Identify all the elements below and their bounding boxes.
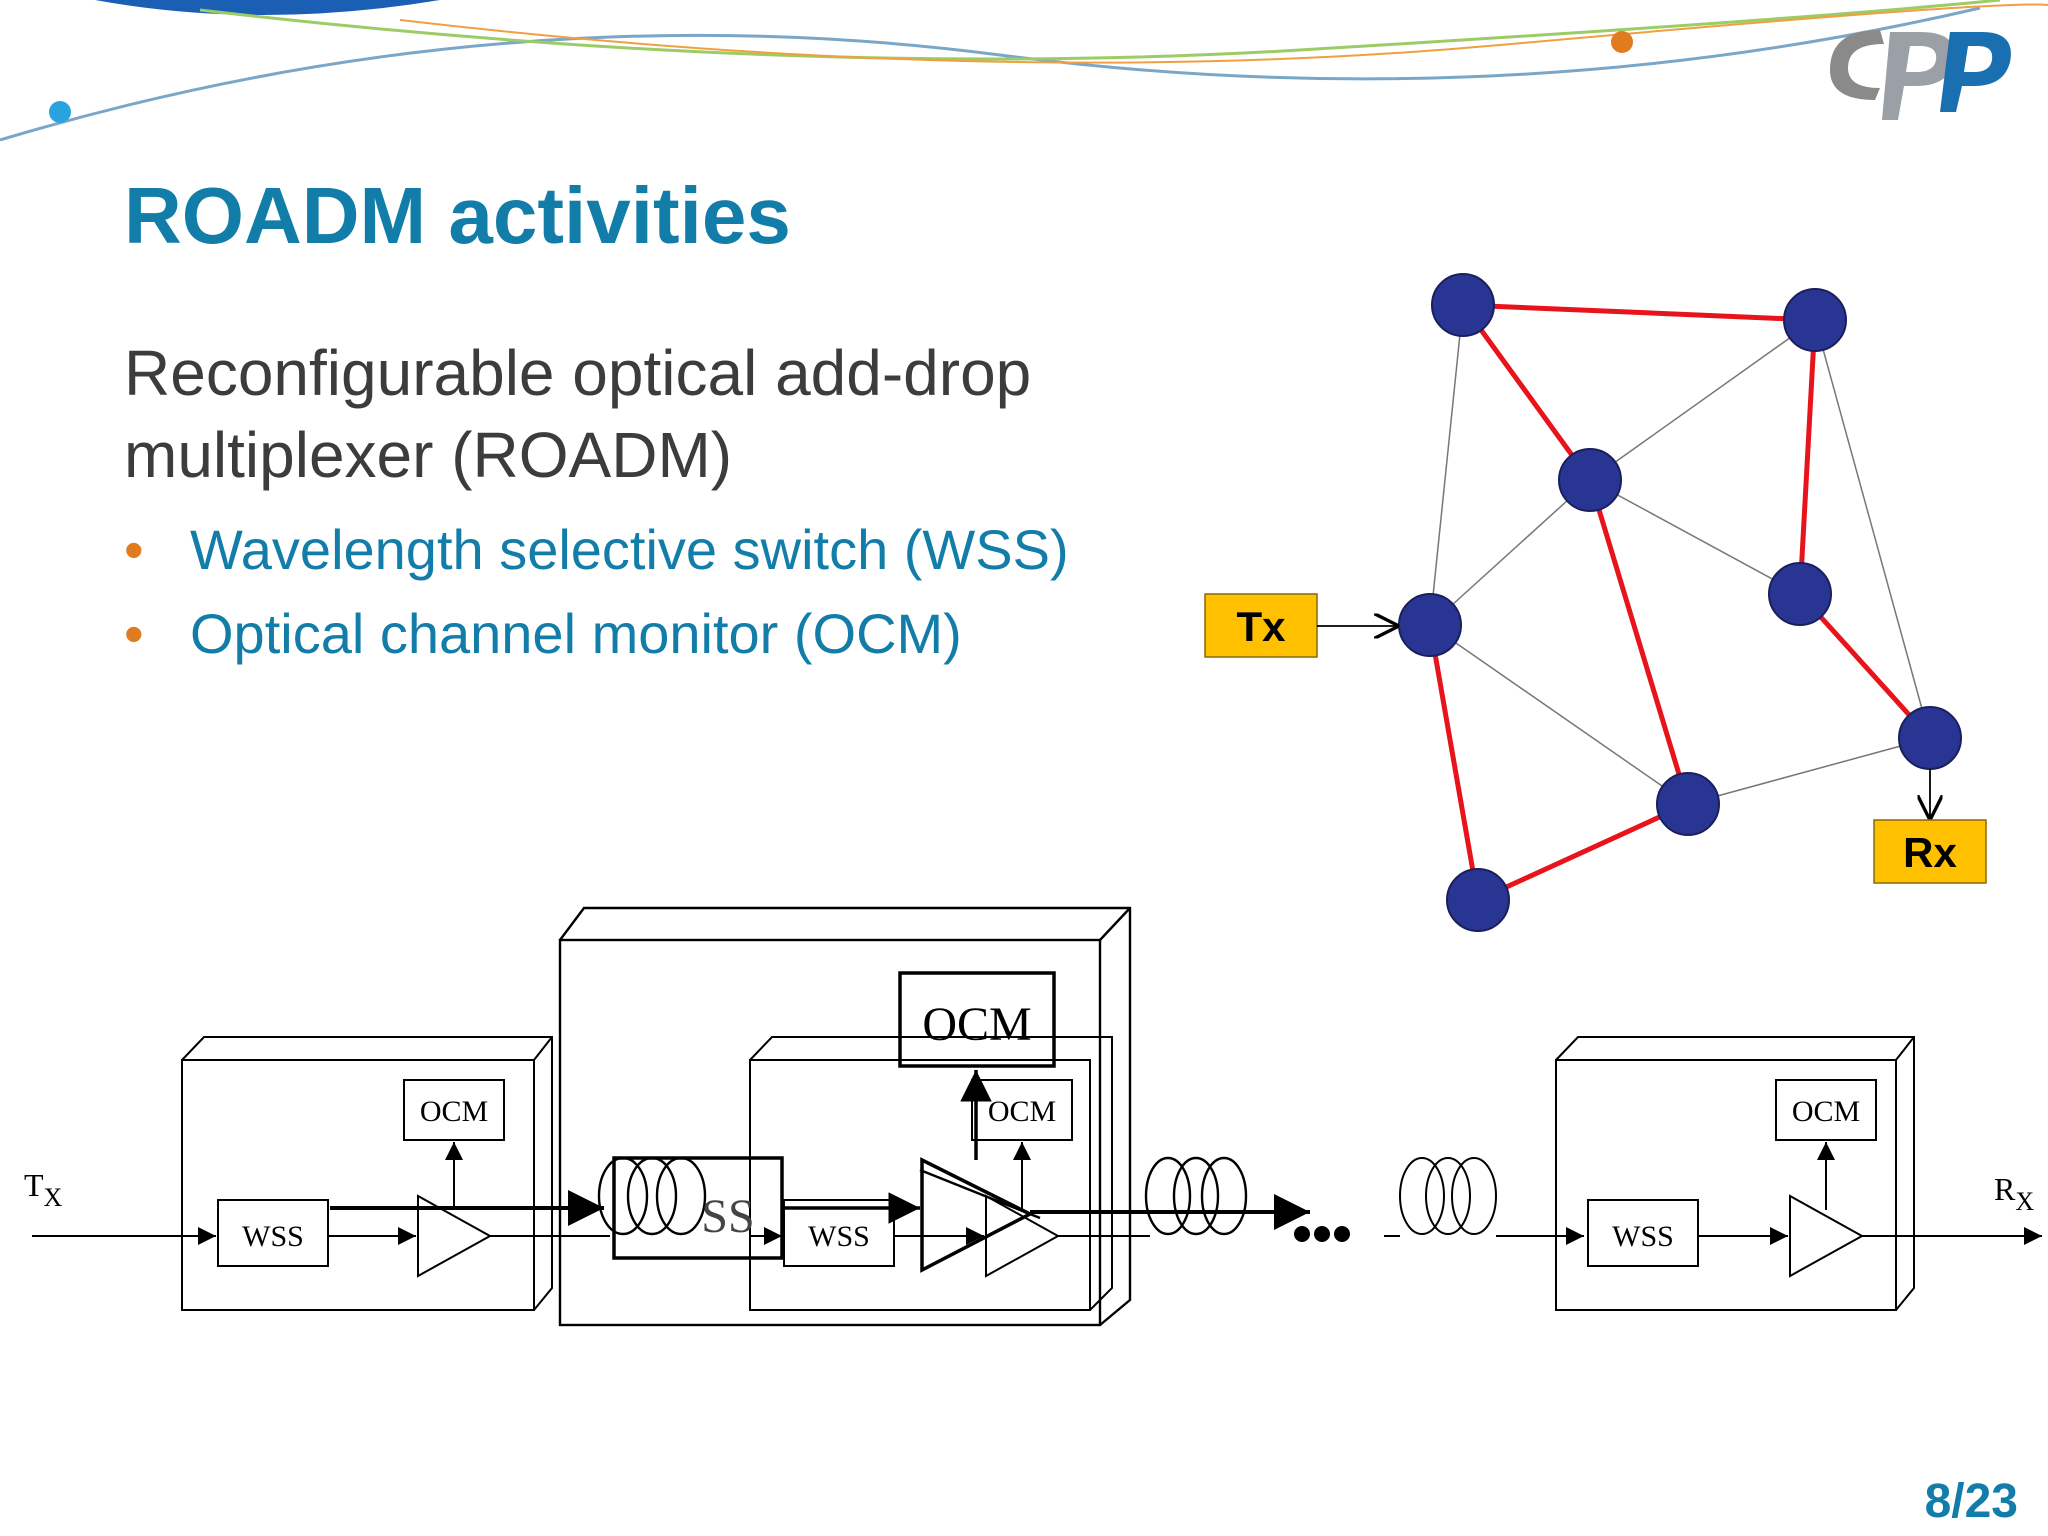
network-node <box>1446 868 1510 932</box>
rx-box <box>1873 819 1987 884</box>
path-link <box>1462 302 1816 323</box>
block-rx-subscript: X <box>2015 1187 2034 1216</box>
block-tx-label: TX <box>24 1167 63 1212</box>
amplifier-icon <box>417 1194 493 1278</box>
mesh-link <box>1429 624 1689 805</box>
header-orange-dot <box>1611 31 1633 53</box>
path-link <box>1476 801 1690 903</box>
block-rx-label: RX <box>1994 1171 2034 1216</box>
stage-box-3d-edge <box>749 1036 1113 1311</box>
header-swoosh-line-3 <box>399 3 2048 64</box>
network-node <box>1558 448 1622 512</box>
ellipsis-dots <box>1294 1226 1350 1242</box>
mesh-link <box>1429 479 1591 626</box>
mesh-link <box>1589 319 1816 481</box>
wss-label: WSS <box>808 1220 870 1253</box>
path-link <box>1587 479 1691 805</box>
bullet-item: • Wavelength selective switch (WSS) <box>124 508 1069 592</box>
fiber-coil <box>1425 1157 1471 1235</box>
fiber-coil <box>1144 1156 1192 1236</box>
header-decoration <box>0 0 2048 142</box>
fiber-coil <box>655 1156 707 1236</box>
ocm-box <box>403 1079 505 1141</box>
bullet-item: • Optical channel monitor (OCM) <box>124 592 1069 676</box>
amplifier-icon <box>1789 1194 1865 1278</box>
path-links <box>1427 302 1932 903</box>
path-link <box>1797 319 1818 595</box>
amplifier-icon <box>985 1194 1061 1278</box>
tx-box <box>1204 593 1318 658</box>
ocm-label: OCM <box>420 1095 488 1128</box>
network-node <box>1656 772 1720 836</box>
fiber-coil <box>1399 1157 1445 1235</box>
wss-box-large <box>612 1156 784 1260</box>
ellipsis-dot <box>1314 1226 1330 1242</box>
network-nodes <box>1398 273 1962 932</box>
gain-adjust-line <box>919 1168 1041 1220</box>
fiber-coil <box>1172 1156 1220 1236</box>
fiber-coil <box>1200 1156 1248 1236</box>
ocm-box-large <box>898 971 1056 1068</box>
network-node <box>1431 273 1495 337</box>
fiber-spool <box>1399 1157 1497 1235</box>
network-node <box>1783 288 1847 352</box>
ocm-box <box>971 1079 1073 1141</box>
bullet-list: • Wavelength selective switch (WSS) • Opti… <box>124 508 1069 676</box>
header-swoosh-line-2 <box>199 0 2001 61</box>
slide-title: ROADM activities <box>124 171 791 260</box>
ocm-label: OCM <box>1792 1095 1860 1128</box>
header-blue-swoosh <box>95 0 440 15</box>
tx-label: Tx <box>1236 603 1286 650</box>
wss-label: WSS <box>1612 1220 1674 1253</box>
wss-box <box>1587 1199 1699 1267</box>
ocm-label-large: OCM <box>922 998 1031 1051</box>
wss-label: WSS <box>242 1220 304 1253</box>
header-blue-dot <box>49 101 71 123</box>
stage-box <box>181 1059 535 1311</box>
bullet-marker: • <box>124 602 144 665</box>
roadm-stage-3 <box>1555 1036 1915 1311</box>
slide-subtitle: Reconfigurable optical add-drop multiple… <box>124 337 1032 491</box>
block-rx-text: R <box>1994 1171 2016 1207</box>
block-tx-text: T <box>24 1167 44 1203</box>
block-tx-subscript: X <box>44 1183 63 1212</box>
stage-box-3d-edge <box>1555 1036 1915 1311</box>
mesh-links <box>1429 304 1931 805</box>
mesh-link <box>1687 737 1931 805</box>
network-node <box>1768 562 1832 626</box>
cpp-logo <box>1830 30 2011 120</box>
mesh-link <box>1814 319 1931 739</box>
ellipsis-dot <box>1334 1226 1350 1242</box>
wss-box <box>217 1199 329 1267</box>
rx-label: Rx <box>1903 829 1957 876</box>
ss-label: SS <box>701 1190 754 1243</box>
fiber-spool <box>1144 1156 1248 1236</box>
stage-box-3d-edge <box>181 1036 553 1311</box>
fiber-coil <box>597 1156 649 1236</box>
page-number: 8/23 <box>1924 1475 2018 1528</box>
bullet-marker: • <box>124 518 144 581</box>
mesh-link <box>1589 479 1801 595</box>
mesh-link <box>1429 304 1464 626</box>
ocm-label: OCM <box>988 1095 1056 1128</box>
roadm-stage-1 <box>181 1036 553 1311</box>
ocm-box <box>1775 1079 1877 1141</box>
path-link <box>1460 303 1593 482</box>
stage-box-large-3d-edge <box>559 906 1132 1326</box>
stage-box-large <box>558 938 1102 1327</box>
ellipsis-dot <box>1294 1226 1310 1242</box>
path-link <box>1427 624 1481 901</box>
stage-box <box>1555 1059 1897 1311</box>
fiber-coil <box>1451 1157 1497 1235</box>
bullet-text: Wavelength selective switch (WSS) <box>190 518 1069 581</box>
path-link <box>1798 592 1932 740</box>
header-swoosh-line-1 <box>0 6 1981 142</box>
wss-box <box>783 1199 895 1267</box>
fiber-coil <box>626 1156 678 1236</box>
stage-box <box>749 1059 1091 1311</box>
bullet-text: Optical channel monitor (OCM) <box>190 602 962 665</box>
